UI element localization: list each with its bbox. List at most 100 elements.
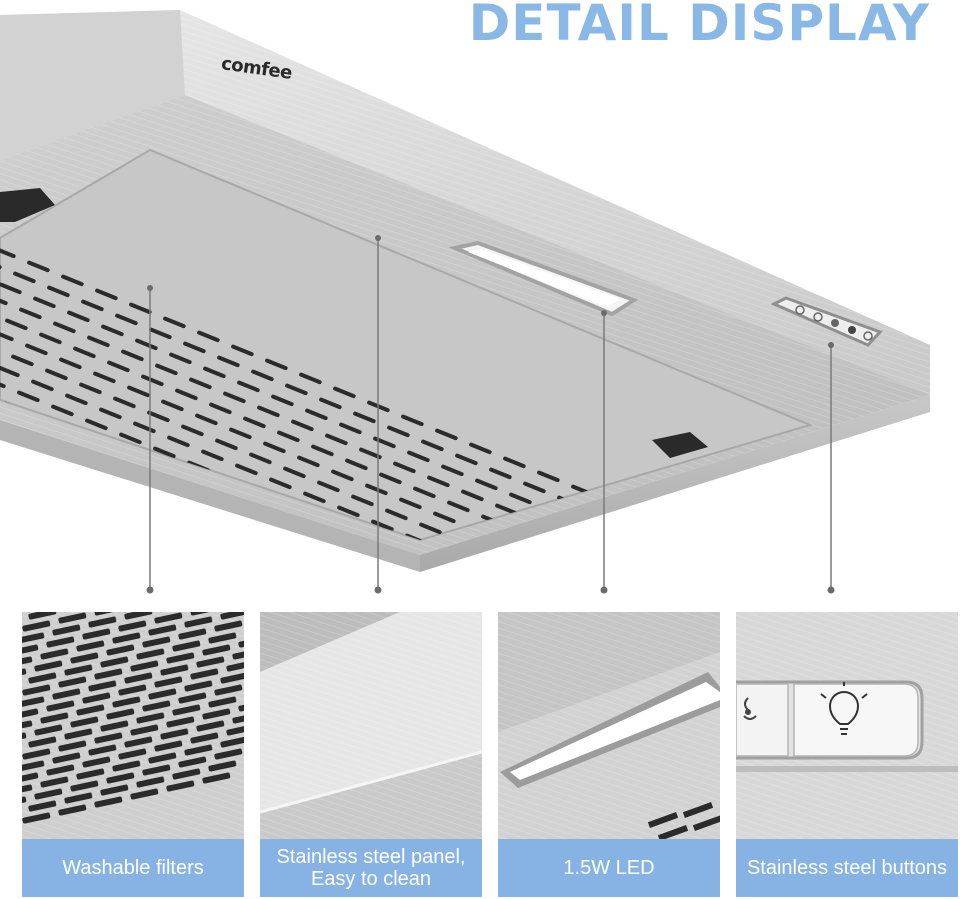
vent-slot: [46, 700, 75, 712]
vent-slot: [33, 581, 57, 594]
vent-slot: [121, 349, 144, 362]
vent-slot: [22, 812, 51, 824]
vent-slot: [475, 478, 498, 491]
filter-clip-right: [652, 432, 708, 458]
led-closeup-image: [498, 612, 720, 842]
light-bulb-icon: [820, 682, 868, 735]
vent-slot: [220, 736, 244, 748]
vent-slot: [203, 366, 226, 379]
vent-slot: [34, 788, 63, 800]
vent-slot: [235, 463, 258, 476]
vent-slot: [337, 505, 360, 518]
vent-slot: [371, 519, 394, 532]
vent-slot: [190, 612, 219, 616]
detail-panel-led: 1.5W LED: [498, 612, 720, 897]
vent-slot: [106, 644, 135, 656]
vent-slot: [0, 246, 16, 259]
vent-slot: [100, 656, 129, 668]
vent-slot: [52, 688, 81, 700]
vent-slot: [183, 341, 206, 354]
vent-slot: [197, 330, 220, 343]
vent-slot: [100, 720, 129, 732]
vent-slot: [130, 788, 159, 800]
vent-slot: [509, 492, 532, 505]
filter-clip-left: [0, 188, 55, 222]
vent-slot: [329, 552, 353, 565]
vent-slot: [190, 732, 219, 744]
vent-slot: [172, 704, 201, 716]
vent-slot: [231, 344, 254, 357]
vent-slot: [58, 804, 87, 816]
vent-slot: [202, 644, 231, 656]
vent-slot: [363, 566, 387, 579]
vent-slot: [28, 612, 57, 620]
vent-slot: [333, 386, 356, 399]
vent-slot: [611, 534, 634, 540]
vent-slot: [13, 556, 37, 569]
vent-slot: [94, 612, 123, 616]
vent-slot: [301, 574, 325, 587]
vent-slot: [185, 543, 209, 556]
vent-slot: [31, 379, 54, 392]
vent-slot: [297, 455, 320, 468]
vent-slot: [214, 620, 243, 632]
vent-slot: [52, 624, 81, 636]
vent-slot: [321, 599, 345, 600]
vent-slot: [549, 542, 573, 555]
vent-slot: [243, 416, 266, 429]
callout-lines: [146, 235, 835, 594]
vent-slot: [569, 567, 593, 580]
vent-slot: [64, 728, 93, 740]
vent-slot: [160, 664, 189, 676]
vent-slot: [87, 335, 110, 348]
vent-slot: [0, 531, 16, 540]
detail-panel-buttons: Stainless steel buttons: [736, 612, 958, 897]
vent-slot: [407, 450, 430, 463]
vent-slot: [267, 560, 291, 573]
vent-slot: [589, 592, 613, 600]
vent-slot: [106, 708, 135, 720]
vent-slot: [226, 724, 244, 736]
vent-slot: [225, 593, 249, 600]
vent-slot: [208, 760, 237, 772]
vent-slot: [82, 692, 111, 704]
vent-slot: [112, 632, 141, 644]
vent-slot: [220, 672, 244, 684]
vent-slot: [172, 768, 201, 780]
vent-slot: [345, 458, 368, 471]
vent-slot: [277, 430, 300, 443]
vent-slot: [291, 419, 314, 432]
vent-slot: [142, 700, 171, 712]
vent-slot: [117, 515, 140, 528]
vent-slot: [247, 535, 270, 540]
vent-slot: [178, 692, 207, 704]
buttons-closeup-image: [736, 612, 958, 842]
vent-slot: [0, 459, 4, 472]
vent-slot: [427, 475, 450, 488]
caption-stainless-buttons: Stainless steel buttons: [736, 839, 958, 897]
vent-slot: [136, 712, 165, 724]
vent-slot: [251, 369, 274, 382]
fan-icon: [743, 697, 757, 720]
vent-slot: [223, 391, 246, 404]
vent-slot: [34, 724, 63, 736]
vent-slot: [35, 498, 58, 511]
vent-slot: [169, 352, 192, 365]
vent-slot: [319, 397, 342, 410]
vent-slot: [303, 491, 326, 504]
vent-slot: [46, 764, 75, 776]
vent-slot: [287, 585, 311, 598]
vent-slot: [433, 511, 456, 524]
vent-slot: [171, 554, 195, 567]
vent-slot: [70, 716, 99, 728]
vent-slot: [112, 696, 141, 708]
vent-slot: [129, 302, 152, 315]
vent-slot: [19, 307, 42, 320]
vent-slot: [273, 596, 297, 600]
vent-slot: [109, 562, 133, 575]
vent-slot: [19, 592, 43, 600]
vent-slot: [95, 288, 118, 301]
vent-slot: [124, 736, 153, 748]
vent-slot: [232, 648, 244, 660]
vent-slot: [40, 776, 69, 788]
